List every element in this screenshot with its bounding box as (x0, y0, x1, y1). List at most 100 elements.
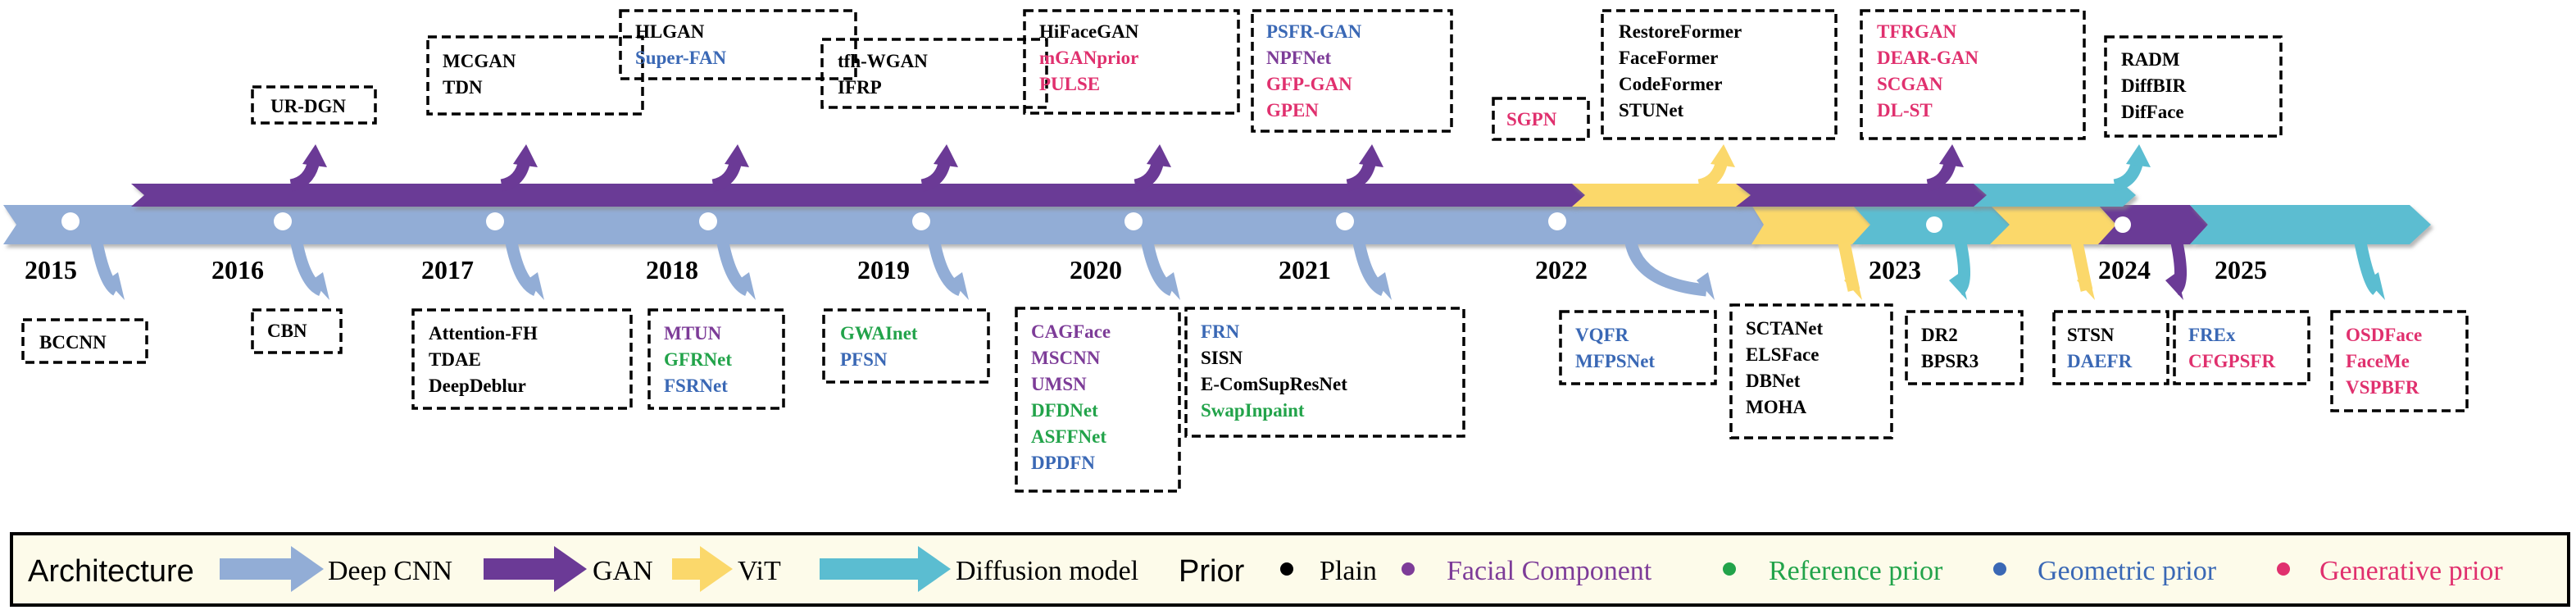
up-arrow-head (513, 144, 538, 167)
legend-facial-dot (1402, 562, 1415, 576)
method-name: BPSR3 (1921, 351, 1979, 371)
method-name: UR-DGN (270, 96, 346, 116)
down-arrow (505, 241, 544, 300)
method-name: Super-FAN (635, 48, 727, 68)
year-label: 2018 (646, 255, 698, 285)
method-box-g20 (1905, 310, 2024, 385)
method-box-g01 (251, 85, 377, 125)
method-name: GFRNet (664, 349, 732, 370)
down-arrow-shaft (290, 241, 325, 296)
down-arrow (2354, 241, 2385, 300)
method-name: Attention-FH (429, 323, 538, 344)
method-name: DR2 (1921, 325, 1958, 345)
up-arrow-head (1147, 144, 1171, 167)
down-arrow (1949, 241, 1970, 300)
diffusion-band-2025 (2190, 205, 2431, 244)
legend-vit-arrow (672, 546, 733, 592)
legend-cnn-arrow (220, 546, 324, 592)
year-dot-2018 (699, 212, 717, 230)
up-arrow (920, 144, 958, 192)
year-label: 2020 (1070, 255, 1122, 285)
method-box-g09 (1860, 9, 2086, 140)
down-arrow-head (951, 272, 969, 300)
up-arrow-head (934, 144, 958, 167)
legend-diffusion-label: Diffusion model (956, 556, 1138, 586)
year-dot-2024 (2115, 216, 2131, 233)
method-name: SwapInpaint (1201, 400, 1305, 421)
method-name: UMSN (1031, 374, 1087, 394)
method-name: SCGAN (1877, 74, 1943, 94)
method-box-g14 (647, 308, 785, 410)
method-box-g05 (1023, 9, 1240, 115)
method-name: mGANprior (1039, 48, 1138, 68)
legend-generative-label: Generative prior (2319, 556, 2503, 586)
year-dots (61, 212, 2131, 233)
legend-gan-arrow (484, 546, 587, 592)
method-name: SGPN (1506, 109, 1557, 130)
method-name: BCCNN (39, 332, 107, 353)
down-arrow-head (1374, 272, 1392, 300)
method-name: RestoreFormer (1619, 21, 1742, 42)
method-name: MFPSNet (1575, 351, 1655, 371)
up-arrow (711, 144, 749, 192)
method-name: STSN (2067, 325, 2115, 345)
year-dot-2023 (1926, 216, 1942, 233)
gan-band (131, 184, 1587, 207)
method-name: MSCNN (1031, 348, 1101, 368)
method-name: FRN (1201, 321, 1240, 342)
year-dot-2017 (486, 212, 504, 230)
legend-architecture-label: Architecture (28, 554, 194, 589)
method-name: GWAInet (840, 323, 918, 344)
method-name: FREx (2188, 325, 2236, 345)
down-arrow-head (1697, 272, 1715, 300)
legend-arch-gan: GAN (484, 546, 653, 592)
year-label: 2021 (1279, 255, 1331, 285)
method-box-g04 (820, 38, 1048, 109)
cnn-band (3, 205, 1764, 244)
method-name: CodeFormer (1619, 74, 1722, 94)
year-label: 2017 (421, 255, 474, 285)
method-name: DFDNet (1031, 400, 1098, 421)
legend-plain-dot (1280, 562, 1293, 576)
method-name: CFGPSFR (2188, 351, 2275, 371)
down-arrow-head (107, 272, 125, 300)
down-arrow-head (526, 272, 544, 300)
method-box-g17 (1184, 307, 1465, 438)
method-box-g22 (2173, 310, 2310, 385)
method-box-g11 (21, 318, 148, 364)
vit-band-2024 (1990, 205, 2116, 244)
up-arrow (289, 144, 327, 192)
method-name: DL-ST (1877, 100, 1933, 121)
method-name: FaceMe (2346, 351, 2410, 371)
method-name: DEAR-GAN (1877, 48, 1979, 68)
method-name: DBNet (1746, 371, 1801, 391)
down-arrow (1838, 241, 1862, 300)
method-name: FaceFormer (1619, 48, 1718, 68)
up-arrow-head (1711, 144, 1735, 167)
year-label: 2025 (2215, 255, 2267, 285)
method-name: DAEFR (2067, 351, 2133, 371)
method-box-g08 (1601, 9, 1838, 140)
legend-prior-geometric: Geometric prior (1993, 556, 2217, 586)
method-name: NPFNet (1266, 48, 1332, 68)
timeline-band (3, 184, 2431, 244)
method-name: TDAE (429, 349, 481, 370)
method-box-g23 (2330, 310, 2469, 412)
method-name: HLGAN (635, 21, 705, 42)
method-name: ASFFNet (1031, 426, 1106, 447)
year-dot-2019 (912, 212, 930, 230)
down-arrow (290, 241, 329, 300)
up-arrow-head (1939, 144, 1964, 167)
legend-prior-reference: Reference prior (1723, 556, 1943, 586)
up-arrow-head (1359, 144, 1383, 167)
method-box-g10 (2104, 35, 2283, 138)
vit-band-2023 (1751, 205, 1870, 244)
year-label: 2022 (1535, 255, 1588, 285)
method-name: VSPBFR (2346, 377, 2419, 398)
legend-reference-dot (1723, 562, 1736, 576)
method-name: CAGFace (1031, 321, 1111, 342)
vit-band (1572, 184, 1752, 207)
down-arrows (90, 241, 2385, 300)
up-arrow (1134, 144, 1171, 192)
